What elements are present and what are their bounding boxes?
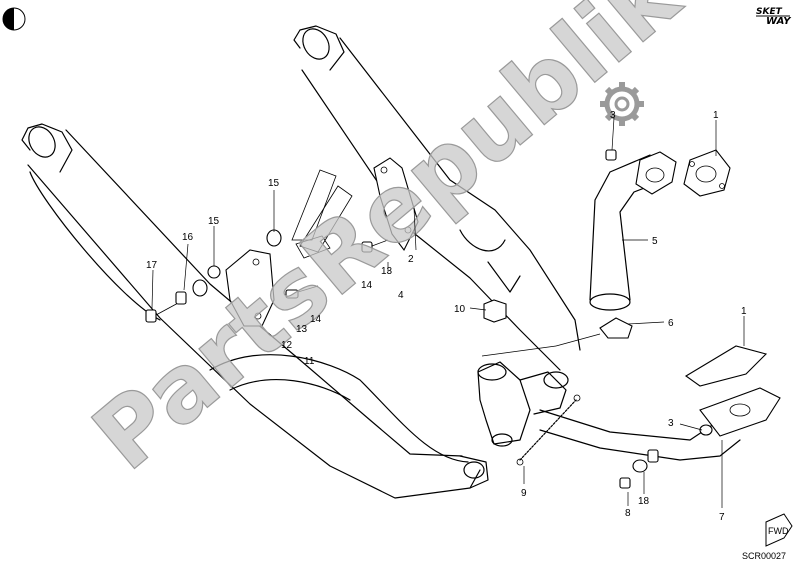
callout-14-left: 14 — [310, 314, 322, 325]
brand-logo: SKET WAY — [756, 7, 792, 27]
y-collector — [477, 361, 569, 447]
callout-7: 7 — [719, 512, 725, 523]
right-muffler — [293, 25, 581, 371]
callout-2: 2 — [408, 254, 414, 265]
callout-1-lower: 1 — [741, 306, 747, 317]
callout-4: 4 — [398, 290, 404, 301]
watermark: PartsRepublik — [73, 0, 700, 491]
half-circle-icon — [2, 7, 26, 31]
callout-17: 17 — [146, 260, 158, 271]
callout-8: 8 — [625, 508, 631, 519]
left-collector-pipe — [209, 354, 489, 489]
leader-lines — [151, 117, 745, 508]
callout-12: 12 — [281, 340, 293, 351]
callout-6: 6 — [668, 318, 674, 329]
callout-10: 10 — [454, 304, 466, 315]
callout-15-left: 15 — [208, 216, 220, 227]
svg-text:SKET: SKET — [756, 7, 783, 17]
lower-header — [539, 345, 781, 461]
svg-text:FWD: FWD — [768, 526, 789, 536]
clamp — [599, 317, 633, 339]
callout-11: 11 — [304, 356, 315, 367]
svg-text:PartsRepublik: PartsRepublik — [73, 0, 699, 491]
callout-15-right: 15 — [268, 178, 280, 189]
callout-9: 9 — [521, 488, 527, 499]
callout-16: 16 — [182, 232, 194, 243]
callout-3-lower: 3 — [668, 418, 674, 429]
upper-flange — [635, 149, 731, 197]
callout-3-upper: 3 — [610, 110, 616, 121]
gear-icon — [600, 82, 644, 126]
rubber-mount — [483, 299, 507, 323]
callout-13-left: 13 — [296, 324, 308, 335]
callout-13-right: 13 — [381, 266, 393, 277]
drawing-code: SCR00027 — [742, 551, 786, 561]
frame-bracket — [291, 169, 353, 259]
left-bracket — [225, 249, 275, 327]
callout-5: 5 — [652, 236, 658, 247]
svg-text:WAY: WAY — [766, 16, 792, 27]
right-bracket — [373, 157, 419, 252]
fwd-arrow-icon: FWD — [765, 513, 793, 547]
callouts: 1 3 5 6 10 1 3 7 8 18 9 17 16 15 15 2 13… — [146, 110, 747, 523]
hardware — [145, 149, 713, 489]
callout-14-right: 14 — [361, 280, 373, 291]
callout-18: 18 — [638, 496, 650, 507]
spring — [516, 394, 581, 466]
callout-1-upper: 1 — [713, 110, 719, 121]
